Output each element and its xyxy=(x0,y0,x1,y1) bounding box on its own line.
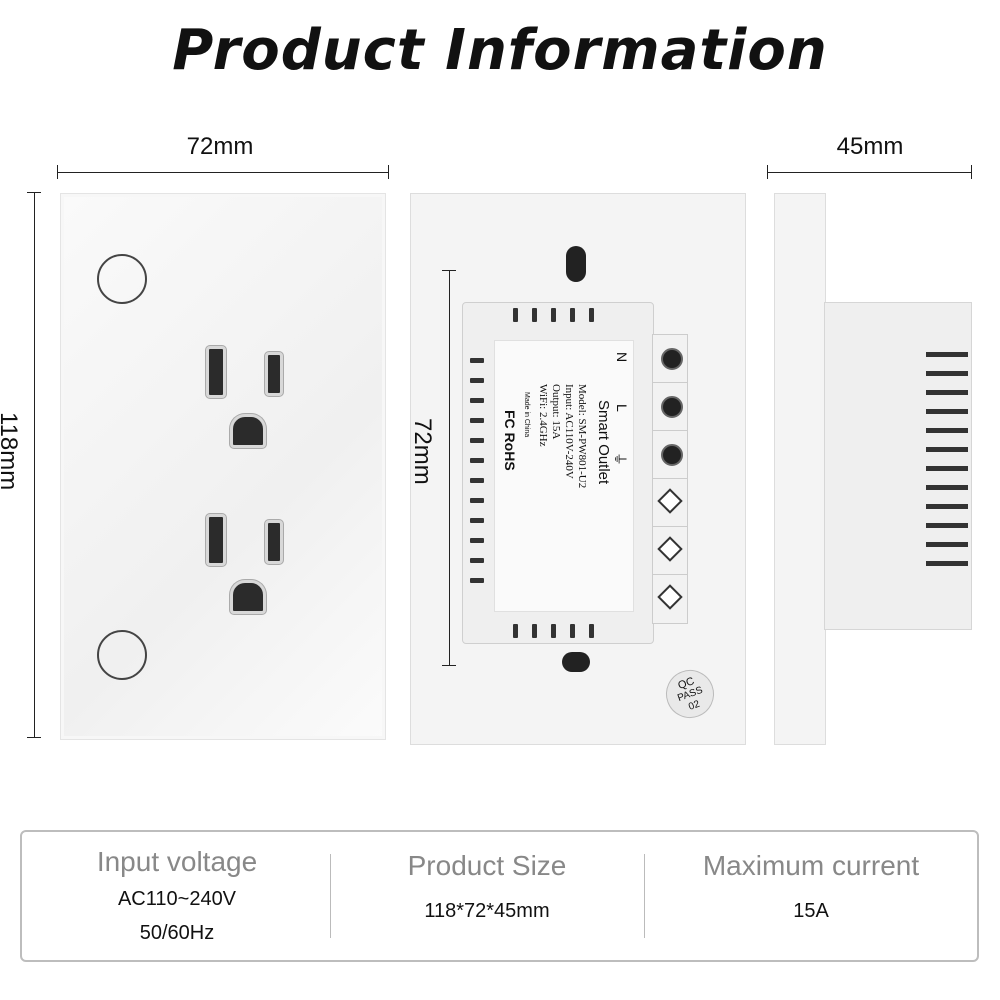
vent-icon xyxy=(470,538,484,543)
side-plate xyxy=(774,193,826,745)
label-wifi: WiFi: 2.4GHz xyxy=(537,384,549,447)
outlet-top-hot-slot xyxy=(265,352,283,396)
spec-value: AC110~240V 50/60Hz xyxy=(22,882,332,950)
vent-icon xyxy=(470,578,484,583)
wire-hole-icon xyxy=(657,488,683,514)
side-vent-icon xyxy=(926,504,968,509)
outlet-bottom-hot-slot xyxy=(265,520,283,564)
terminal-label-l: L xyxy=(614,404,630,412)
mount-slot-top-icon xyxy=(566,246,586,282)
screw-icon xyxy=(661,396,683,418)
spec-label: Product Size xyxy=(407,850,567,881)
terminal-screw-l xyxy=(652,382,688,432)
depth-label: 45mm xyxy=(836,133,904,160)
label-title: Smart Outlet xyxy=(595,400,612,485)
vent-icon xyxy=(570,308,575,322)
back-width-label: 72mm xyxy=(409,418,436,485)
touch-button-bottom-icon xyxy=(97,630,147,680)
spec-divider xyxy=(330,854,331,938)
side-vent-icon xyxy=(926,371,968,376)
terminal-hole-3 xyxy=(652,574,688,624)
spec-label: Input voltage xyxy=(96,846,258,877)
outlet-top-ground-icon xyxy=(230,414,266,448)
vent-icon xyxy=(570,624,575,638)
vent-icon xyxy=(532,624,537,638)
outlet-bottom-ground-icon xyxy=(230,580,266,614)
height-line xyxy=(34,192,35,737)
label-input: Input: AC110V-240V xyxy=(563,384,575,479)
side-vent-icon xyxy=(926,542,968,547)
side-vent-icon xyxy=(926,523,968,528)
front-width-line xyxy=(57,172,389,173)
spec-product-size: Product Size 118*72*45mm xyxy=(332,832,642,960)
spec-value: 15A xyxy=(793,900,829,922)
spec-value: 118*72*45mm xyxy=(424,900,550,922)
vent-icon xyxy=(470,438,484,443)
label-origin: Made in China xyxy=(523,392,530,438)
terminal-label-ground: ⏚ xyxy=(612,452,628,466)
vent-icon xyxy=(470,458,484,463)
side-vent-icon xyxy=(926,352,968,357)
touch-button-top-icon xyxy=(97,254,147,304)
product-label xyxy=(494,340,634,612)
height-tick-bottom xyxy=(27,737,41,738)
back-height-line xyxy=(449,270,450,665)
side-vent-icon xyxy=(926,428,968,433)
side-vent-icon xyxy=(926,561,968,566)
side-vent-icon xyxy=(926,485,968,490)
spec-label: Maximum current xyxy=(702,850,920,881)
back-height-tick-top xyxy=(442,270,456,271)
terminal-hole-2 xyxy=(652,526,688,576)
spec-max-current: Maximum current 15A xyxy=(646,832,976,960)
label-model: Model: SM-PW801-U2 xyxy=(576,384,588,489)
vent-icon xyxy=(470,418,484,423)
mount-slot-bottom-icon xyxy=(562,652,590,672)
side-vent-icon xyxy=(926,466,968,471)
outlet-bottom-neutral-slot xyxy=(206,514,226,566)
side-vent-icon xyxy=(926,447,968,452)
back-height-tick-bottom xyxy=(442,665,456,666)
vent-icon xyxy=(551,624,556,638)
front-width-tick-right xyxy=(388,165,389,179)
vent-icon xyxy=(532,308,537,322)
vent-icon xyxy=(513,308,518,322)
vent-icon xyxy=(470,478,484,483)
screw-icon xyxy=(661,444,683,466)
front-width-label: 72mm xyxy=(186,133,254,160)
wire-hole-icon xyxy=(657,584,683,610)
terminal-hole-1 xyxy=(652,478,688,528)
wire-hole-icon xyxy=(657,536,683,562)
page-title: Product Information xyxy=(172,18,828,83)
vent-icon xyxy=(470,498,484,503)
height-label: 118mm xyxy=(0,412,22,491)
vent-icon xyxy=(589,308,594,322)
terminal-label-n: N xyxy=(614,352,630,363)
spec-input-voltage: Input voltage AC110~240V 50/60Hz xyxy=(22,832,332,960)
specs-panel: Input voltage AC110~240V 50/60Hz Product… xyxy=(20,830,979,962)
spec-value-line: AC110~240V xyxy=(117,888,237,910)
outlet-top-neutral-slot xyxy=(206,346,226,398)
side-vent-icon xyxy=(926,409,968,414)
terminal-screw-ground xyxy=(652,430,688,480)
vent-icon xyxy=(470,398,484,403)
front-width-tick-left xyxy=(57,165,58,179)
spec-divider xyxy=(644,854,645,938)
depth-tick-right xyxy=(971,165,972,179)
depth-line xyxy=(767,172,972,173)
depth-tick-left xyxy=(767,165,768,179)
vent-icon xyxy=(589,624,594,638)
terminal-screw-n xyxy=(652,334,688,384)
vent-icon xyxy=(513,624,518,638)
label-cert: FC RoHS xyxy=(502,410,518,471)
vent-icon xyxy=(470,558,484,563)
side-vent-icon xyxy=(926,390,968,395)
vent-icon xyxy=(470,518,484,523)
vent-icon xyxy=(551,308,556,322)
spec-value-line: 50/60Hz xyxy=(139,922,215,944)
vent-icon xyxy=(470,358,484,363)
height-tick-top xyxy=(27,192,41,193)
vent-icon xyxy=(470,378,484,383)
label-output: Output: 15A xyxy=(550,384,562,440)
screw-icon xyxy=(661,348,683,370)
